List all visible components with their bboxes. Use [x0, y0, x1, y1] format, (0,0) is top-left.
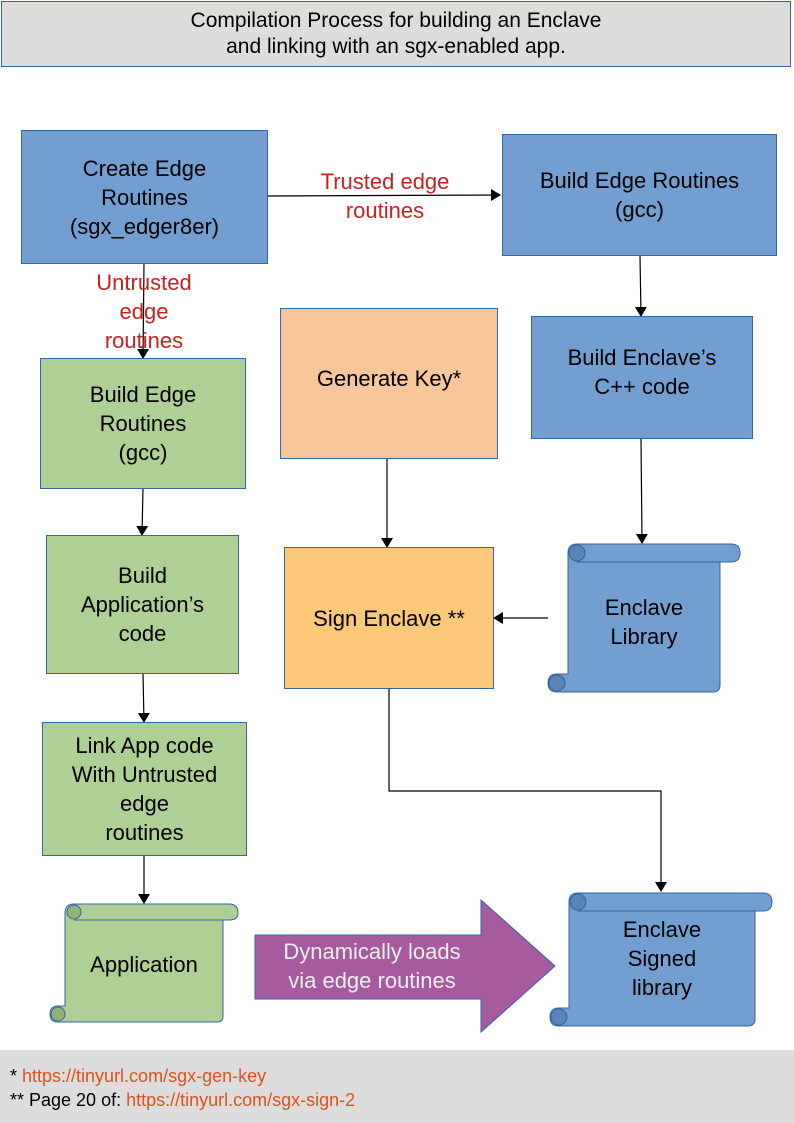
- arrow-build-untrusted-to-app-code: [136, 487, 149, 536]
- application-label[interactable]: Application: [65, 920, 223, 1008]
- node-text: Application’s: [80, 592, 205, 617]
- label-text: routines: [345, 198, 425, 223]
- node-text: Application: [90, 951, 198, 977]
- enclave-signed-library-label[interactable]: Enclave Signed library: [569, 911, 755, 1011]
- footnote-1: * https://tinyurl.com/sgx-gen-key: [10, 1064, 794, 1088]
- node-build-application-code[interactable]: Build Application’s code: [46, 535, 239, 674]
- footnote-marker: ** Page 20 of:: [10, 1090, 127, 1110]
- node-text: With Untrusted: [71, 762, 218, 787]
- node-text: Sign Enclave **: [313, 605, 465, 631]
- arrow-text-line: Dynamically loads: [283, 939, 461, 964]
- title-banner: Compilation Process for building an Encl…: [1, 1, 791, 67]
- node-text: routines: [105, 820, 184, 845]
- label-text: routines: [104, 328, 184, 353]
- node-text: Enclave: [622, 917, 702, 942]
- arrow-create-to-build-trusted: [266, 189, 501, 202]
- label-untrusted-edge-routines: Untrusted edge routines: [64, 268, 224, 355]
- node-text: library: [632, 975, 692, 1000]
- node-text: Build: [118, 563, 167, 588]
- gen-key-link[interactable]: https://tinyurl.com/sgx-gen-key: [22, 1066, 267, 1086]
- label-text: Untrusted: [96, 270, 192, 295]
- enclave-library-scroll: [547, 543, 741, 693]
- node-build-enclave-cpp[interactable]: Build Enclave’s C++ code: [531, 316, 753, 439]
- node-create-edge-routines[interactable]: Create Edge Routines (sgx_edger8er): [21, 130, 268, 264]
- title-line-1: Compilation Process for building an Encl…: [190, 9, 602, 32]
- footnote-2: ** Page 20 of: https://tinyurl.com/sgx-s…: [10, 1088, 794, 1112]
- title-line-2: and linking with an sgx-enabled app.: [226, 35, 566, 58]
- node-text: code: [118, 621, 167, 646]
- node-text: Create Edge: [82, 155, 207, 181]
- footnotes: * https://tinyurl.com/sgx-gen-key ** Pag…: [0, 1050, 794, 1123]
- node-build-trusted-edge-routines[interactable]: Build Edge Routines (gcc): [502, 134, 777, 256]
- node-text: Signed: [627, 946, 697, 971]
- enclave-library-label[interactable]: Enclave Library: [568, 562, 720, 682]
- node-sign-enclave[interactable]: Sign Enclave **: [284, 547, 494, 689]
- node-text: Build Enclave’s: [567, 344, 717, 370]
- node-generate-key[interactable]: Generate Key*: [280, 308, 498, 459]
- node-text: Link App code: [75, 733, 214, 758]
- dynamic-load-label: Dynamically loads via edge routines: [262, 937, 482, 995]
- node-text: C++ code: [594, 373, 690, 399]
- node-text: (gcc): [615, 197, 664, 222]
- node-text: Build Edge Routines: [539, 168, 740, 193]
- node-build-untrusted-edge-routines[interactable]: Build Edge Routines (gcc): [40, 358, 246, 489]
- node-text: Library: [610, 624, 678, 649]
- label-text: Trusted edge: [320, 169, 450, 194]
- arrow-text-line: via edge routines: [288, 968, 456, 993]
- node-text: Routines: [101, 184, 188, 210]
- node-text: (sgx_edger8er): [69, 213, 220, 239]
- node-link-app-code[interactable]: Link App code With Untrusted edge routin…: [42, 722, 247, 856]
- node-text: Routines: [99, 411, 187, 436]
- dynamic-load-big-arrow: [254, 898, 556, 1034]
- footnote-marker: *: [10, 1066, 23, 1086]
- enclave-signed-scroll: [549, 892, 773, 1027]
- label-trusted-edge-routines: Trusted edge routines: [295, 167, 475, 225]
- arrow-app-code-to-link: [137, 672, 150, 723]
- label-text: edge: [119, 299, 169, 324]
- arrow-build-trusted-to-enclave-cpp: [634, 255, 647, 317]
- node-text: Enclave: [604, 595, 684, 620]
- arrow-enclave-cpp-to-library: [635, 437, 648, 544]
- arrow-create-to-build-untrusted: [137, 263, 150, 359]
- node-text: Build Edge: [89, 382, 197, 407]
- application-scroll: [49, 903, 239, 1023]
- node-text: (gcc): [118, 440, 168, 465]
- sign-doc-link[interactable]: https://tinyurl.com/sgx-sign-2: [126, 1090, 356, 1110]
- node-text: Generate Key*: [316, 366, 462, 391]
- node-text: edge: [120, 791, 169, 816]
- arrow-sign-to-signed-library: [388, 688, 667, 892]
